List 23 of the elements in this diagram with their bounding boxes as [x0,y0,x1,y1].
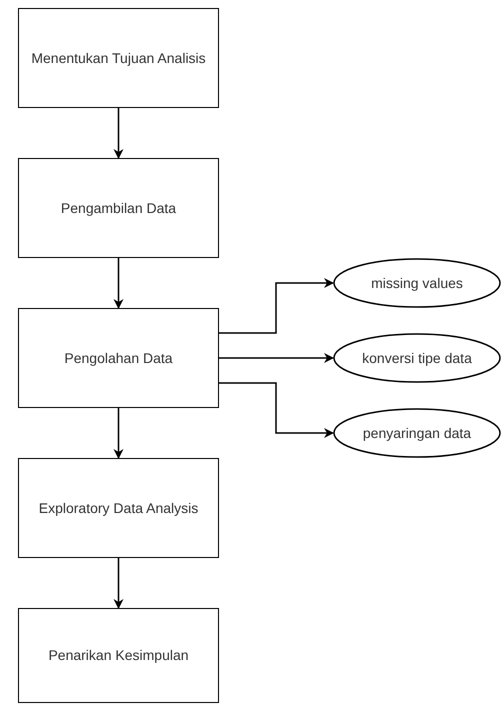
process-ellipse [333,333,501,383]
arrow [219,382,334,438]
node-text: Penarikan Kesimpulan [48,647,189,664]
arrow [114,108,124,159]
node-text: penyaringan data [362,424,472,442]
arrow [219,353,334,363]
node-text: konversi tipe data [362,350,472,366]
process-ellipse [333,258,501,308]
arrow [114,558,124,609]
process-ellipse [333,408,501,458]
process-box [18,8,219,108]
node-text: Menentukan Tujuan Analisis [31,50,206,66]
arrow [114,408,124,459]
process-box [18,608,219,703]
process-box [18,158,219,258]
process-box [18,308,219,408]
node-text: Pengolahan Data [64,350,173,366]
arrow [114,258,124,309]
node-text: Pengambilan Data [60,200,176,216]
node-text: missing values [371,274,463,292]
arrow [219,278,334,334]
process-box [18,458,219,558]
node-text: Exploratory Data Analysis [38,500,198,516]
